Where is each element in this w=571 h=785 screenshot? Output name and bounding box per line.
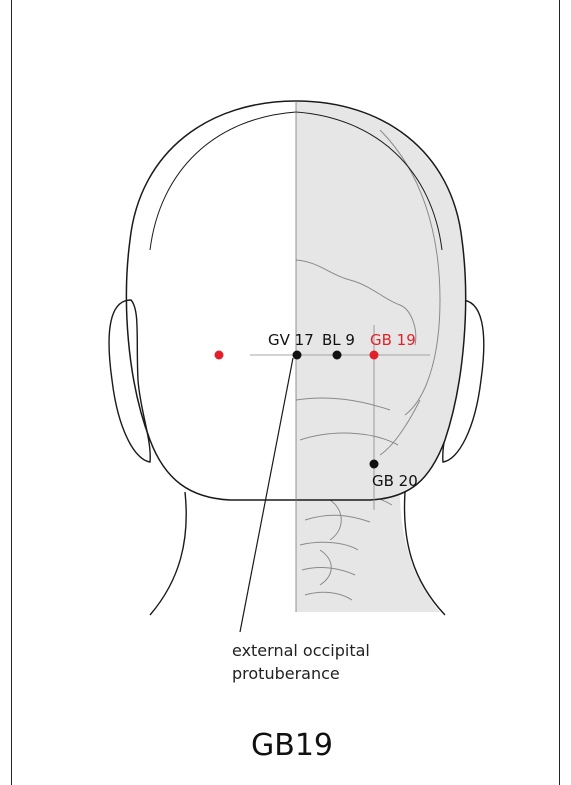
mirror-point-marker (215, 351, 224, 360)
point-label-gb19: GB 19 (370, 331, 416, 349)
point-label-gb20: GB 20 (372, 472, 418, 490)
point-label-bl9: BL 9 (322, 331, 355, 349)
point-marker-gb19 (370, 351, 379, 360)
callout-leader (240, 358, 293, 632)
callout-line-1: external occipital (232, 641, 370, 660)
point-marker-gb20 (370, 460, 379, 469)
point-marker-gv17 (293, 351, 302, 360)
point-marker-bl9 (333, 351, 342, 360)
neck-left (150, 492, 186, 615)
left-ear (109, 300, 150, 462)
callout-line-2: protuberance (232, 664, 340, 683)
point-label-gv17: GV 17 (268, 331, 314, 349)
figure-title: GB19 (251, 728, 333, 763)
